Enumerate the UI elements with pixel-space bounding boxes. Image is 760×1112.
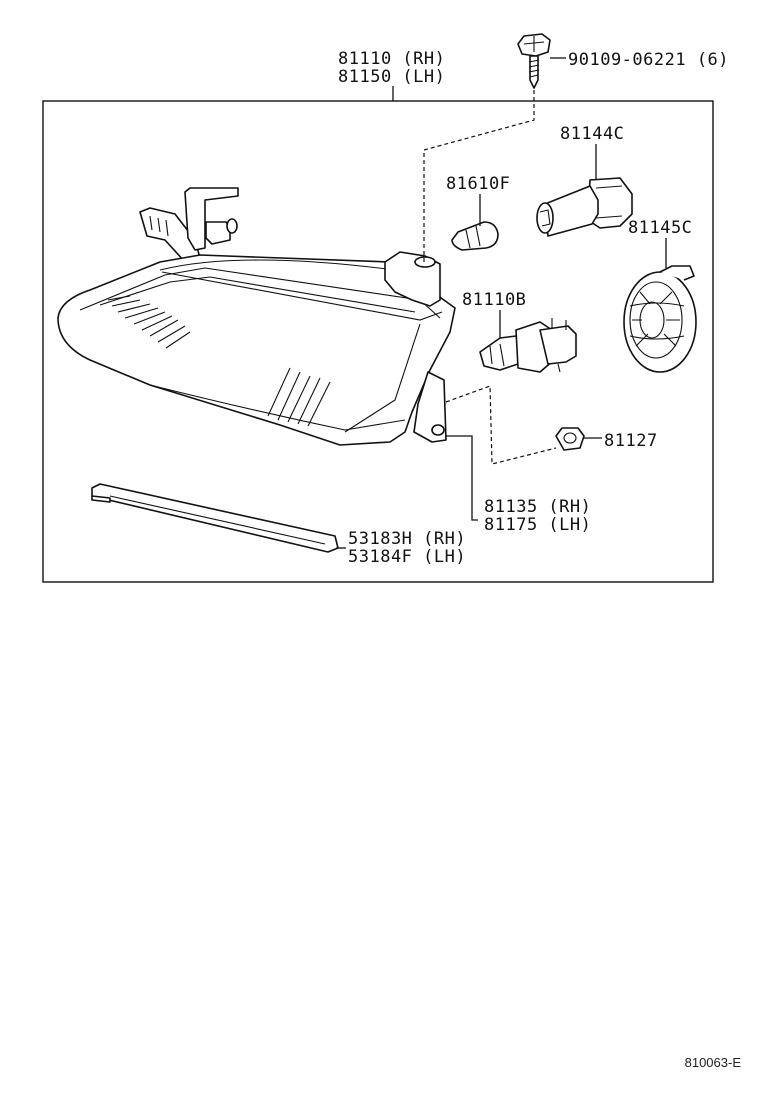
assembly-frame bbox=[42, 100, 714, 583]
bracket-label-rh: 81135 (RH) bbox=[484, 497, 591, 517]
bulb-81610f-illustration[interactable] bbox=[451, 221, 499, 251]
nut-81127-illustration[interactable] bbox=[555, 427, 585, 451]
screw-illustration[interactable] bbox=[517, 33, 551, 89]
bracket-label-lh: 81175 (LH) bbox=[484, 515, 591, 535]
diagram-reference-code: 810063-E bbox=[685, 1055, 742, 1070]
socket-81144c-label: 81144C bbox=[560, 124, 624, 144]
headlamp-label-rh: 81110 (RH) bbox=[338, 49, 445, 69]
cover-81145c-illustration[interactable] bbox=[623, 265, 697, 373]
nut-81127-label: 81127 bbox=[604, 431, 658, 451]
retainer-label-lh: 53184F (LH) bbox=[348, 547, 466, 567]
leader-lines bbox=[336, 57, 667, 549]
bulb-81110b-label: 81110B bbox=[462, 290, 526, 310]
cover-81145c-label: 81145C bbox=[628, 218, 692, 238]
retainer-label-rh: 53183H (RH) bbox=[348, 529, 466, 549]
screw-label: 90109-06221 (6) bbox=[568, 50, 729, 70]
bulb-81610f-label: 81610F bbox=[446, 174, 510, 194]
headlamp-unit-illustration[interactable] bbox=[57, 187, 456, 446]
headlamp-label-lh: 81150 (LH) bbox=[338, 67, 445, 87]
socket-81144c-illustration[interactable] bbox=[536, 177, 633, 237]
retainer-strip-illustration[interactable] bbox=[91, 483, 339, 553]
bulb-81110b-illustration[interactable] bbox=[479, 318, 577, 373]
